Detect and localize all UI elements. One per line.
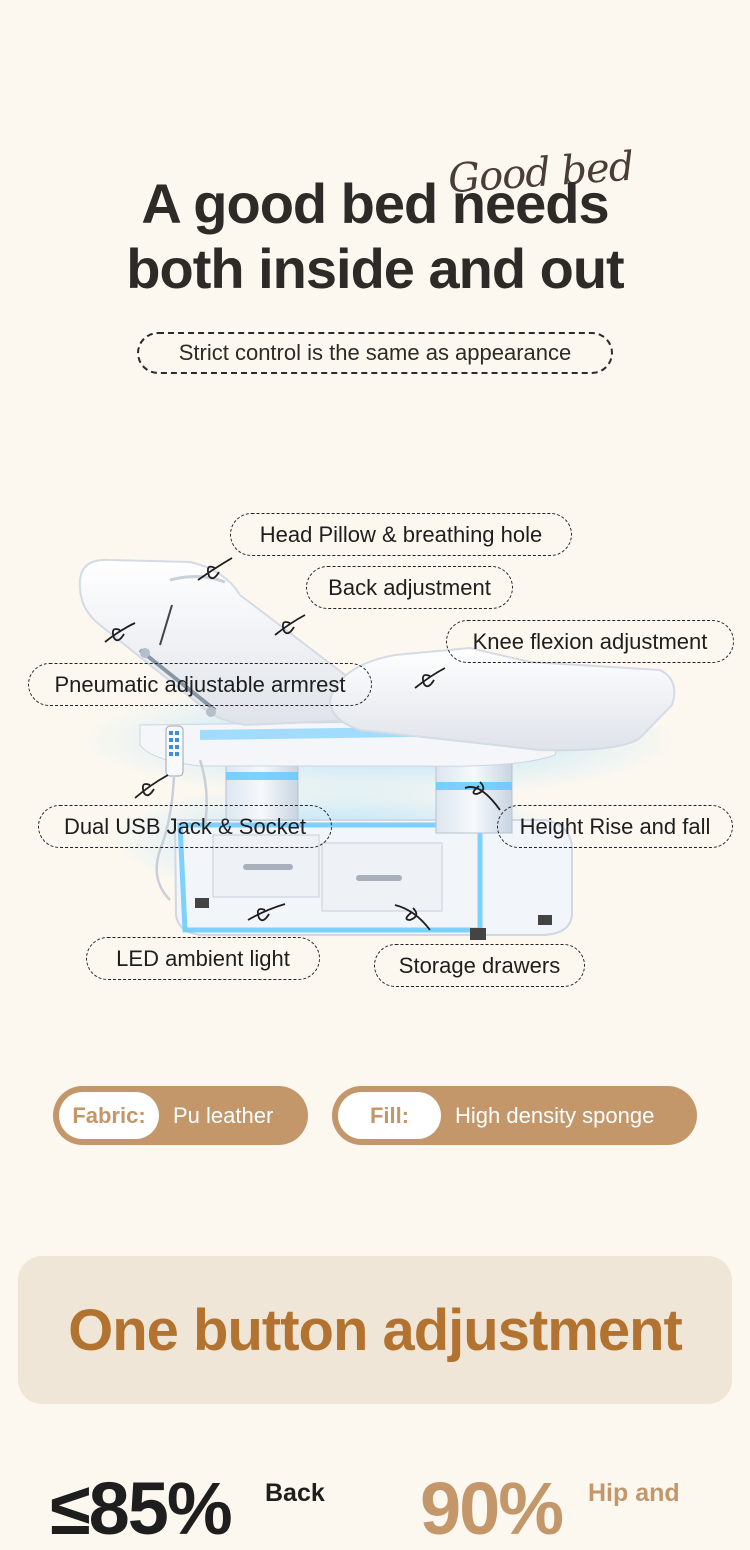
callout-armrest: Pneumatic adjustable armrest — [28, 663, 372, 706]
product-feature-page: Good bed A good bed needs both inside an… — [18, 144, 734, 1546]
massage-bed-image — [78, 557, 680, 940]
headline-line-1: A good bed needs — [141, 172, 609, 235]
spec-fill-label: Fill: — [338, 1092, 441, 1139]
callout-head-pillow: Head Pillow & breathing hole — [230, 513, 572, 556]
stat-hip-value: 90% — [420, 1467, 564, 1550]
subtitle-pill: Strict control is the same as appearance — [137, 332, 613, 374]
callout-usb: Dual USB Jack & Socket — [38, 805, 332, 848]
callout-knee-flexion: Knee flexion adjustment — [446, 620, 734, 663]
adjustment-banner: One button adjustment — [18, 1256, 732, 1404]
stat-back-value: ≤85% — [50, 1467, 233, 1550]
headline-line-2: both inside and out — [126, 237, 624, 300]
callout-back-adjustment: Back adjustment — [306, 566, 513, 609]
spec-fabric-value: Pu leather — [173, 1102, 274, 1128]
spec-fill: Fill: High density sponge — [332, 1086, 697, 1145]
spec-fabric-label: Fabric: — [59, 1092, 159, 1139]
banner-title: One button adjustment — [68, 1297, 683, 1363]
callout-height: Height Rise and fall — [497, 805, 733, 848]
stat-back-label: Back — [265, 1479, 325, 1507]
callout-led: LED ambient light — [86, 937, 320, 980]
spec-fill-value: High density sponge — [455, 1102, 655, 1128]
callout-storage: Storage drawers — [374, 944, 585, 987]
stat-hip-label: Hip and — [588, 1479, 680, 1507]
spec-fabric: Fabric: Pu leather — [53, 1086, 308, 1145]
